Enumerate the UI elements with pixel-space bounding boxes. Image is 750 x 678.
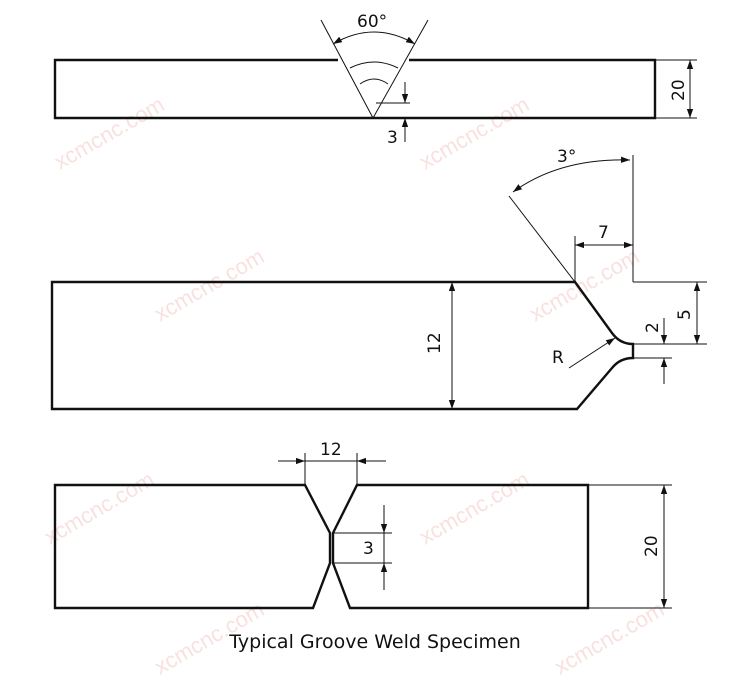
middle-bevel-extension (508, 195, 576, 283)
middle-radius-leader (568, 337, 616, 369)
bottom-opening-label: 12 (320, 440, 342, 460)
middle-thickness-label: 12 (425, 332, 445, 354)
middle-offset-label: 7 (598, 223, 609, 243)
top-thickness-label: 20 (669, 79, 689, 101)
middle-radius-label: R (552, 348, 564, 368)
watermark-6: xcmcnc.com (415, 467, 533, 550)
watermark-4: xcmcnc.com (525, 244, 643, 327)
watermark-5: xcmcnc.com (40, 467, 158, 550)
top-plate-outline (53, 58, 657, 120)
bottom-root-face-label: 3 (363, 539, 374, 559)
top-angle-dimension (332, 31, 416, 45)
diagram-caption: Typical Groove Weld Specimen (228, 631, 521, 653)
watermark-2: xcmcnc.com (415, 92, 533, 175)
bottom-thickness-label: 20 (642, 535, 662, 557)
middle-land-label: 2 (643, 322, 663, 333)
top-angle-label: 60° (357, 12, 387, 32)
watermark-1: xcmcnc.com (50, 92, 168, 175)
middle-depth-label: 5 (675, 309, 695, 320)
top-specimen: 60° 3 20 (53, 12, 697, 148)
middle-angle-dimension (512, 156, 631, 193)
top-angle-arc-inner (359, 78, 389, 85)
watermarks: xcmcnc.com xcmcnc.com xcmcnc.com xcmcnc.… (40, 92, 668, 678)
top-groove-left (320, 19, 374, 119)
top-root-face-label: 3 (387, 128, 398, 148)
bottom-left-plate-outline (53, 483, 332, 610)
middle-specimen: 12 3° 7 5 2 R (50, 147, 707, 411)
middle-angle-label: 3° (557, 147, 576, 167)
top-angle-arc-mid (349, 61, 399, 69)
watermark-3: xcmcnc.com (150, 244, 268, 327)
bottom-specimen: 12 3 20 (53, 440, 672, 610)
top-groove-right (372, 19, 429, 119)
